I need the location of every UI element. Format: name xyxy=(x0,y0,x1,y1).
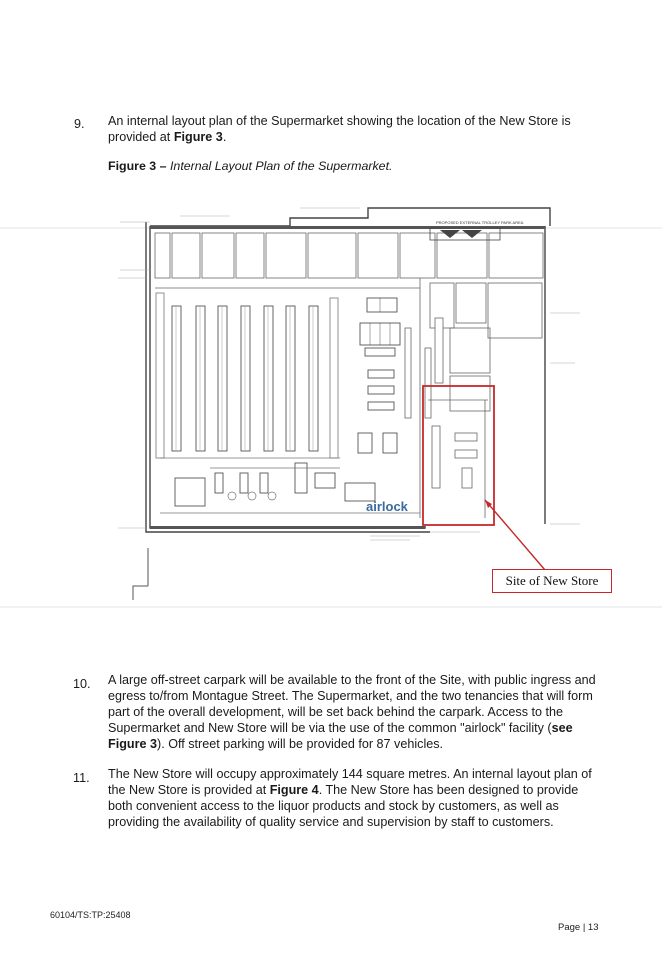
floor-plan-drawing: PROPOSED EXTERNAL TROLLEY PARK AREA xyxy=(0,207,662,608)
site-of-new-store-callout: Site of New Store xyxy=(492,569,612,593)
paragraph-11: The New Store will occupy approximately … xyxy=(108,766,598,830)
paragraph-11-number: 11. xyxy=(73,771,90,785)
paragraph-9-end: . xyxy=(222,130,227,144)
paragraph-9-text: An internal layout plan of the Supermark… xyxy=(108,114,571,144)
new-store-highlight xyxy=(422,385,495,526)
paragraph-10-figure-ref: see Figure 3 xyxy=(108,721,573,751)
figure-caption: Figure 3 – Internal Layout Plan of the S… xyxy=(108,159,392,173)
paragraph-11-text: The New Store will occupy approximately … xyxy=(108,767,592,797)
paragraph-9-figure-ref: Figure 3 xyxy=(173,130,223,144)
paragraph-9-number: 9. xyxy=(74,117,85,131)
airlock-label: airlock xyxy=(366,499,408,514)
paragraph-10-end: ). Off street parking will be provided f… xyxy=(157,737,444,751)
paragraph-9: An internal layout plan of the Supermark… xyxy=(108,113,598,145)
paragraph-10-text: A large off-street carpark will be avail… xyxy=(108,673,596,735)
paragraph-10-number: 10. xyxy=(73,677,91,691)
paragraph-10: A large off-street carpark will be avail… xyxy=(108,672,598,752)
figure-caption-label: Figure 3 – xyxy=(108,159,170,173)
figure-caption-title: Internal Layout Plan of the Supermarket. xyxy=(169,159,393,173)
document-reference: 60104/TS:TP:25408 xyxy=(50,910,131,920)
paragraph-11-end: . The New Store has been designed to pro… xyxy=(108,783,579,829)
paragraph-11-figure-ref: Figure 4 xyxy=(269,783,319,797)
plan-header-label: PROPOSED EXTERNAL TROLLEY PARK AREA xyxy=(436,220,524,225)
page-number: Page | 13 xyxy=(558,922,599,933)
